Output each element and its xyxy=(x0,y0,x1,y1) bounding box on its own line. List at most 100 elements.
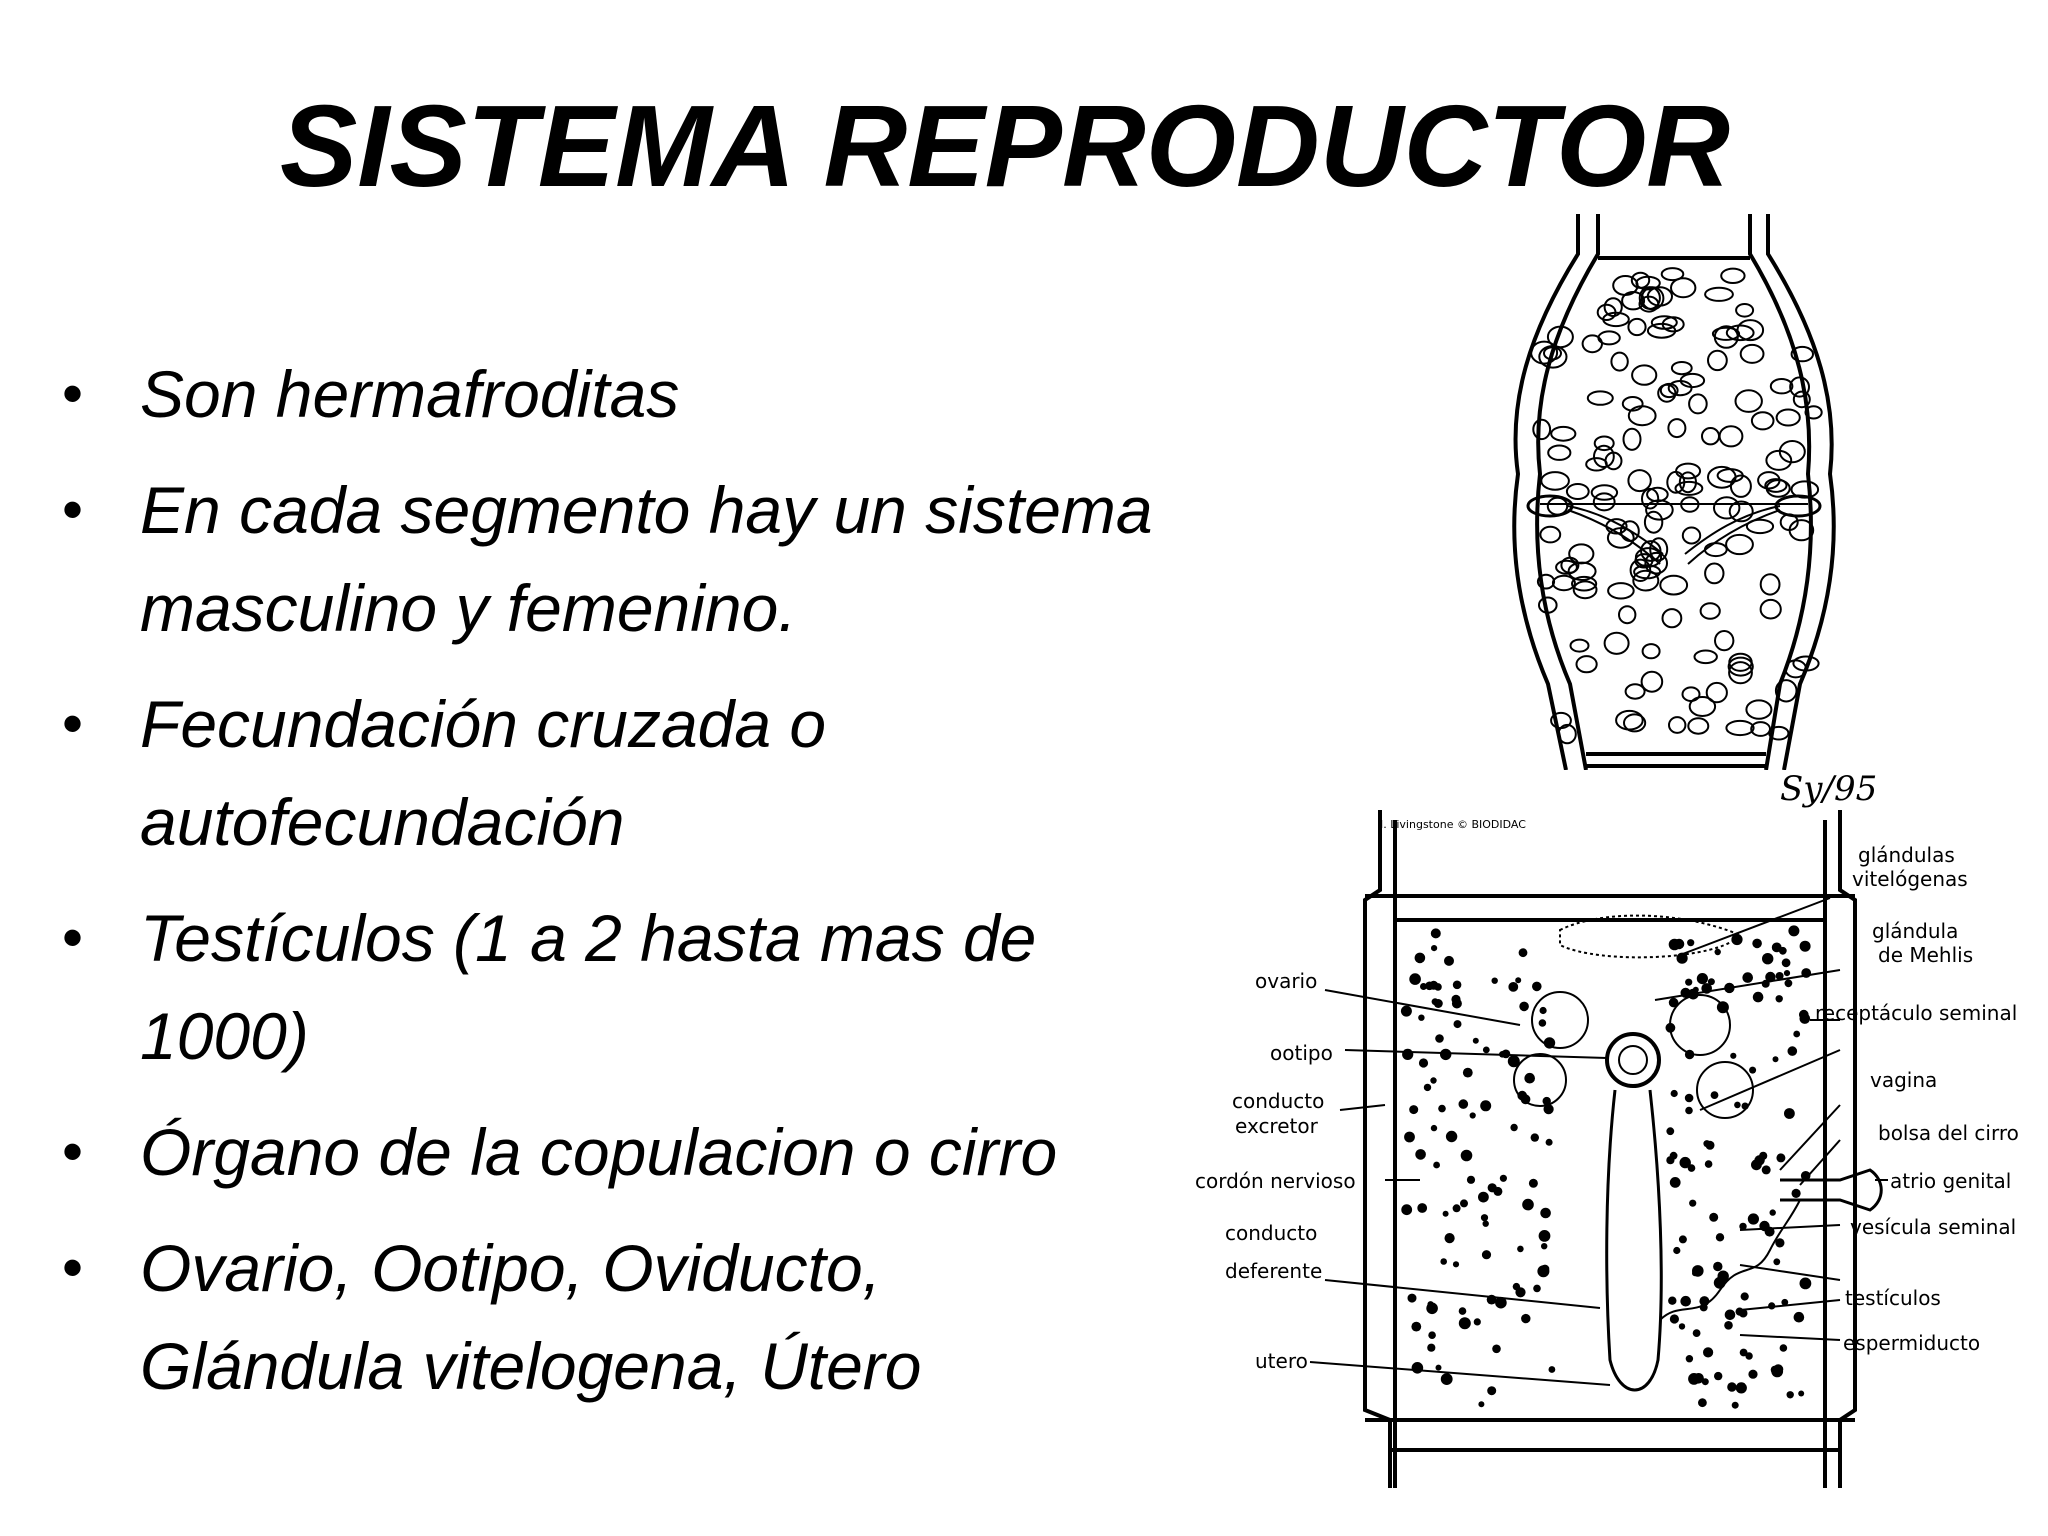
label-conducto-excretor: conducto xyxy=(1232,1089,1324,1113)
cell-shape xyxy=(1641,643,1661,660)
cell-shape xyxy=(1622,427,1642,451)
cell-shape xyxy=(1680,496,1700,513)
follicle-dot xyxy=(1669,1177,1681,1188)
cell-shape xyxy=(1540,471,1570,491)
cell-shape xyxy=(1667,418,1687,439)
cell-shape xyxy=(1705,681,1728,704)
cell-shape xyxy=(1623,713,1647,733)
cell-shape xyxy=(1644,551,1668,575)
follicle-dot xyxy=(1420,983,1427,990)
bullet-icon: • xyxy=(62,690,84,757)
follicle-dot xyxy=(1699,1303,1708,1312)
cell-shape xyxy=(1602,311,1630,328)
follicle-dot xyxy=(1673,938,1685,950)
follicle-dot xyxy=(1735,1307,1744,1316)
cell-shape xyxy=(1693,649,1718,665)
follicle-dot xyxy=(1452,1204,1461,1213)
follicle-dot xyxy=(1444,955,1454,966)
cell-shape xyxy=(1640,670,1664,693)
cell-shape xyxy=(1530,340,1559,365)
bullet-line: En cada segmento hay un sistema xyxy=(140,473,1153,547)
cell-shape xyxy=(1607,582,1635,600)
follicle-dot xyxy=(1734,1101,1741,1109)
cell-shape xyxy=(1759,573,1781,596)
cell-shape xyxy=(1774,679,1798,703)
cell-shape xyxy=(1627,317,1647,337)
cell-shape xyxy=(1650,315,1678,330)
follicle-dot xyxy=(1716,1001,1729,1014)
follicle-dot xyxy=(1507,1055,1520,1068)
follicle-dot xyxy=(1798,1390,1805,1397)
follicle-dot xyxy=(1532,981,1542,992)
cell-shape xyxy=(1750,411,1775,431)
follicle-dot xyxy=(1731,933,1743,946)
cell-shape xyxy=(1543,346,1562,361)
cell-shape xyxy=(1736,319,1765,342)
follicle-dot xyxy=(1418,1014,1425,1021)
follicle-dot xyxy=(1678,1235,1687,1244)
cell-shape xyxy=(1804,405,1823,420)
follicle-dot xyxy=(1411,1321,1422,1332)
follicle-dot xyxy=(1784,1108,1795,1119)
cell-shape xyxy=(1627,469,1652,493)
cell-shape xyxy=(1765,449,1793,471)
follicle-dot xyxy=(1466,1175,1476,1184)
cell-shape xyxy=(1701,427,1720,446)
follicle-dot xyxy=(1692,1329,1701,1337)
cell-shape xyxy=(1789,376,1811,398)
follicle-dot xyxy=(1524,1072,1535,1084)
cell-shape xyxy=(1603,297,1623,317)
follicle-dot xyxy=(1427,1301,1434,1308)
label-receptaculo-seminal: receptáculo seminal xyxy=(1815,1001,2017,1025)
label-ovario: ovario xyxy=(1255,969,1317,993)
cell-shape xyxy=(1592,492,1616,512)
image-credit: I. Livingstone © BIODIDAC xyxy=(1380,818,1526,831)
follicle-dot xyxy=(1458,1317,1471,1330)
bullet-item: • Ovario, Ootipo, Oviducto, Glándula vit… xyxy=(56,1219,1266,1415)
follicle-dot xyxy=(1518,948,1528,958)
label-glandulas-vitelogenas: glándulas xyxy=(1858,843,1955,867)
follicle-dot xyxy=(1745,1352,1753,1360)
follicle-dot xyxy=(1724,1309,1736,1321)
follicle-dot xyxy=(1487,1386,1497,1396)
bullet-icon: • xyxy=(62,1118,84,1185)
label-atrio-genital: atrio genital xyxy=(1890,1169,2011,1193)
label-cordon-nervioso: cordón nervioso xyxy=(1195,1169,1356,1193)
follicle-dot xyxy=(1741,1102,1749,1110)
follicle-dot xyxy=(1508,982,1519,992)
cell-shape xyxy=(1627,405,1657,427)
cell-shape xyxy=(1633,564,1662,580)
follicle-dot xyxy=(1414,952,1426,964)
cell-shape xyxy=(1674,480,1704,496)
follicle-dot xyxy=(1769,1209,1776,1216)
cell-shape xyxy=(1681,526,1702,545)
follicle-dot xyxy=(1735,1382,1747,1394)
follicle-dot xyxy=(1415,1149,1426,1160)
bullet-item: • Órgano de la copulacion o cirro xyxy=(56,1103,1266,1201)
follicle-dot xyxy=(1492,1344,1501,1354)
follicle-dot xyxy=(1678,1323,1686,1330)
follicle-dot xyxy=(1444,1233,1455,1244)
follicle-dot xyxy=(1430,1077,1437,1084)
follicle-dot xyxy=(1714,948,1721,956)
follicle-dot xyxy=(1752,991,1764,1003)
cell-shape xyxy=(1703,542,1728,558)
cell-shape xyxy=(1728,661,1753,685)
bullet-line: Glándula vitelogena, Útero xyxy=(140,1329,922,1403)
follicle-dot xyxy=(1787,1046,1798,1056)
follicle-dot xyxy=(1665,1022,1676,1033)
follicle-dot xyxy=(1688,1373,1700,1385)
follicle-dot xyxy=(1687,1164,1696,1172)
follicle-dot xyxy=(1781,1298,1789,1306)
follicle-dot xyxy=(1431,945,1438,952)
follicle-dot xyxy=(1533,1284,1541,1293)
cell-shape xyxy=(1575,655,1598,674)
follicle-dot xyxy=(1793,1311,1805,1323)
bullet-icon: • xyxy=(62,1234,84,1301)
follicle-dot xyxy=(1481,1250,1492,1260)
follicle-dot xyxy=(1762,953,1774,965)
cell-shape xyxy=(1745,518,1775,535)
follicle-dot xyxy=(1462,1067,1473,1078)
follicle-dot xyxy=(1480,1214,1489,1222)
follicle-dot xyxy=(1418,1058,1429,1068)
